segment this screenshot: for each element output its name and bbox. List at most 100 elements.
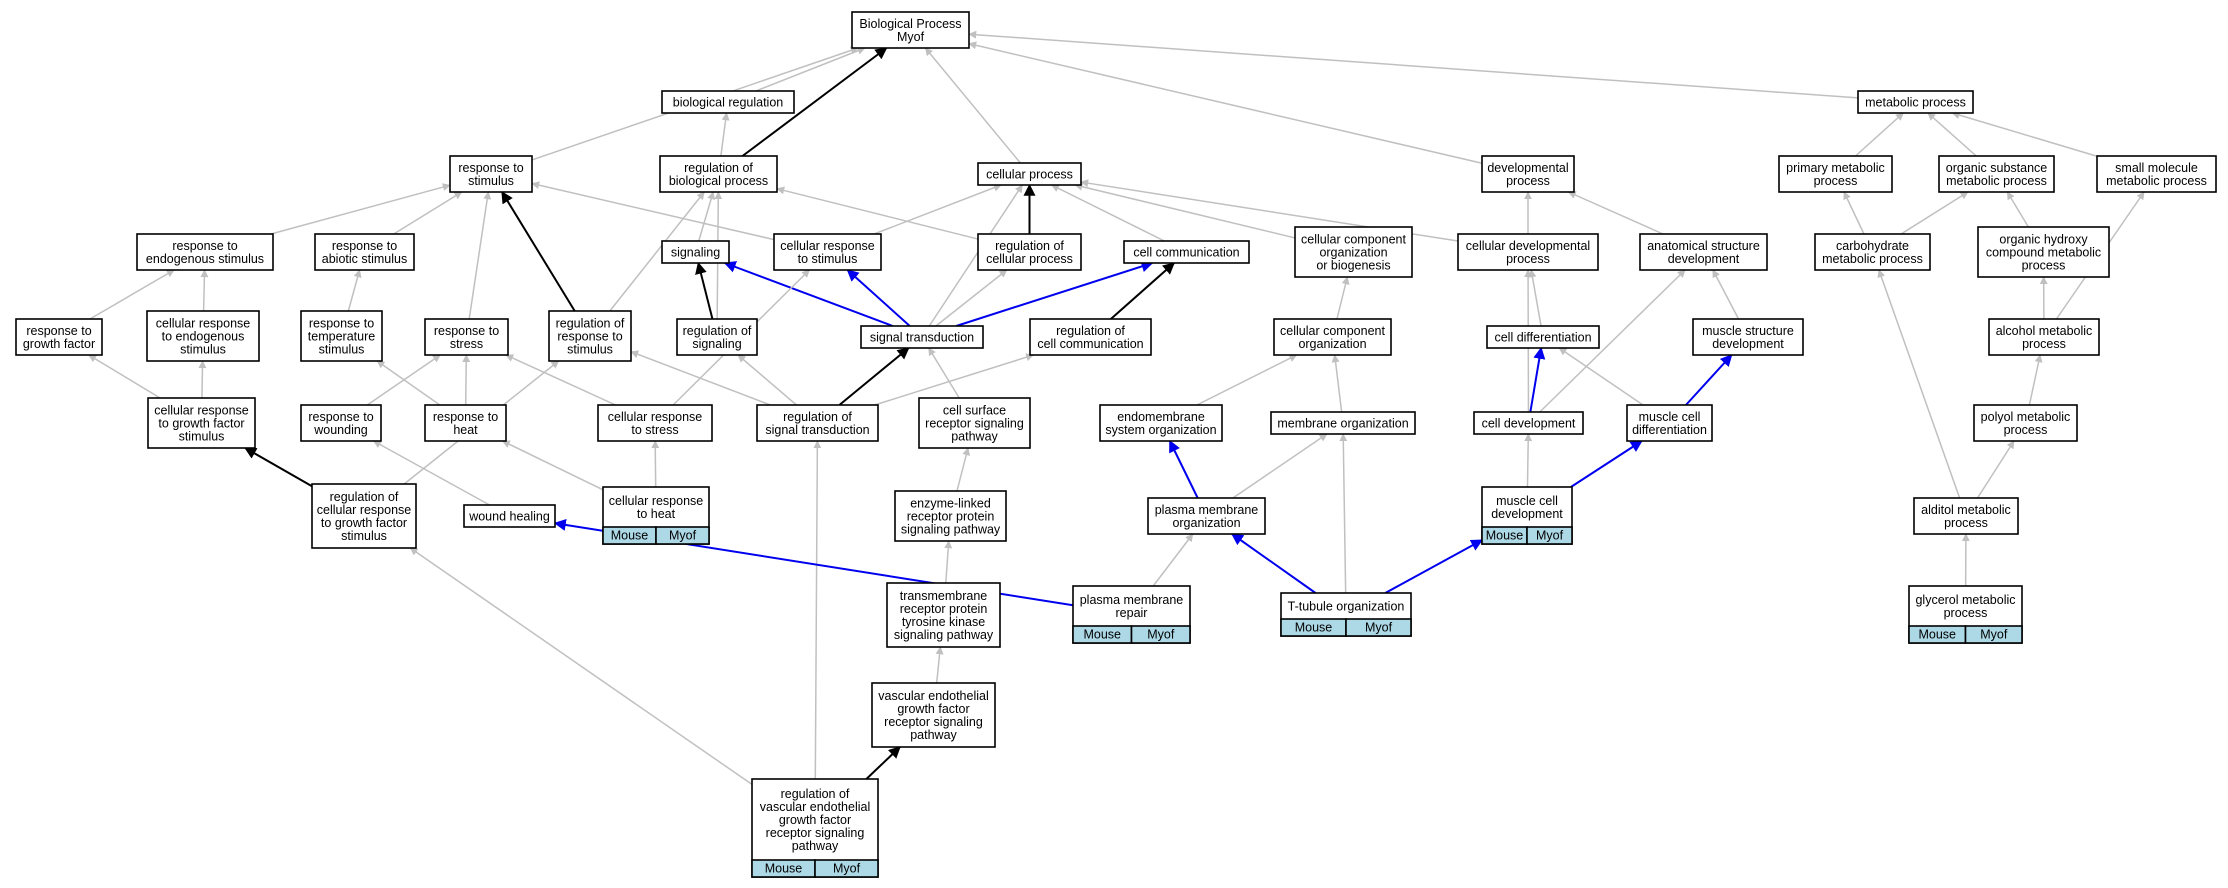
edge-is-a xyxy=(874,353,1035,406)
term-label-line: cellular response xyxy=(608,410,703,424)
term-label-line: stimulus xyxy=(341,529,387,543)
term-label-line: stimulus xyxy=(468,174,514,188)
edge-is-a xyxy=(935,646,944,684)
term-box xyxy=(548,310,632,362)
term-box xyxy=(463,504,556,528)
term-label-line: to stimulus xyxy=(798,252,858,266)
go-term-cellular-process[interactable]: cellular process xyxy=(977,162,1082,186)
go-term-membrane-organization[interactable]: membrane organization xyxy=(1270,411,1416,435)
term-label-line: regulation of xyxy=(781,787,850,801)
annotation-species-label: Mouse xyxy=(1295,621,1333,635)
term-label-line: process xyxy=(1814,174,1858,188)
go-term-biological-regulation[interactable]: biological regulation xyxy=(661,90,795,114)
term-box xyxy=(2096,155,2217,193)
annotation-gene-label: Myof xyxy=(1980,628,2008,642)
term-label-line: signaling pathway xyxy=(894,628,994,642)
go-term-signal-transduction[interactable]: signal transduction xyxy=(860,325,984,349)
go-term-wound-healing[interactable]: wound healing xyxy=(463,504,556,528)
term-box xyxy=(1977,226,2110,278)
edge-part-of xyxy=(1168,439,1199,499)
go-term-cell-development[interactable]: cell development xyxy=(1473,411,1584,435)
term-label-line: stress xyxy=(450,337,483,351)
annotation-gene-cell xyxy=(655,526,710,545)
edge-is-a xyxy=(1528,269,1542,327)
edge-part-of xyxy=(846,269,911,327)
term-box xyxy=(1481,155,1575,193)
term-label-line: differentiation xyxy=(1632,423,1707,437)
go-term-cell-communication[interactable]: cell communication xyxy=(1123,240,1250,264)
edge-is-a xyxy=(698,191,715,242)
term-label-line: membrane organization xyxy=(1277,417,1408,431)
term-label-line: process xyxy=(1506,174,1550,188)
term-label-line: receptor protein xyxy=(907,510,995,524)
edge-is-a xyxy=(2006,191,2030,228)
edge-is-a xyxy=(1196,354,1298,406)
term-label-line: response to xyxy=(172,239,237,253)
annotation-gene-label: Myof xyxy=(833,862,861,876)
term-box xyxy=(1814,233,1931,271)
term-label-line: organization xyxy=(1319,246,1387,260)
edge-is-a xyxy=(968,30,1859,99)
annotation-gene-label: Myof xyxy=(1147,628,1175,642)
term-label-line: response to xyxy=(309,317,374,331)
term-label-line: cellular component xyxy=(1301,233,1406,247)
term-label-line: alcohol metabolic xyxy=(1996,324,2093,338)
term-box xyxy=(300,310,383,362)
go-term-signaling[interactable]: signaling xyxy=(661,240,730,264)
go-term-metabolic-process[interactable]: metabolic process xyxy=(1857,90,1974,114)
term-label-line: receptor signaling xyxy=(766,826,865,840)
term-box xyxy=(1270,411,1416,435)
go-term-cell-differentiation[interactable]: cell differentiation xyxy=(1486,325,1600,349)
annotation-species-label: Mouse xyxy=(1486,529,1524,543)
term-label-line: to growth factor xyxy=(158,417,244,431)
